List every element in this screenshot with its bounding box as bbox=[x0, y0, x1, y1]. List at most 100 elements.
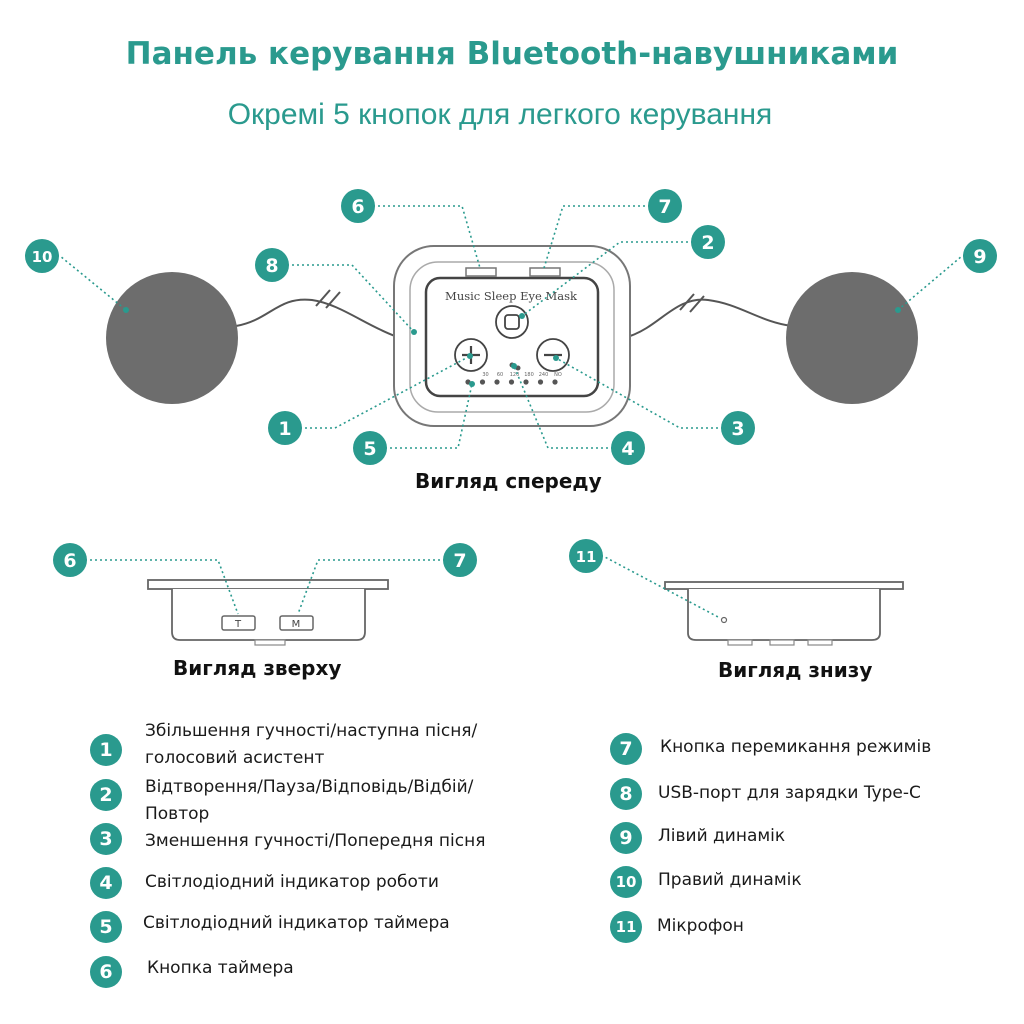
legend-item-2-line-2: Повтор bbox=[145, 804, 210, 824]
legend-badge-2: 2 bbox=[90, 779, 122, 811]
legend-badge-6: 6 bbox=[90, 956, 122, 988]
callout-line-7 bbox=[543, 205, 665, 269]
mode-button-top-front bbox=[529, 267, 561, 277]
legend-item-10: Правий динамік bbox=[658, 870, 802, 890]
mode-button[interactable] bbox=[279, 615, 314, 631]
device-brand-label: Music Sleep Eye Mask bbox=[445, 289, 578, 303]
svg-text:6: 6 bbox=[351, 196, 364, 218]
right-speaker-cable bbox=[629, 298, 793, 337]
timer-led bbox=[508, 379, 515, 385]
legend-item-11: Мікрофон bbox=[657, 916, 744, 936]
legend-badge-10: 10 bbox=[610, 866, 642, 898]
timer-led-label: 120 bbox=[510, 372, 520, 378]
callout-line-4 bbox=[513, 365, 628, 449]
timer-button-label: T bbox=[234, 619, 242, 630]
timer-led-label: 180 bbox=[524, 372, 534, 378]
svg-text:11: 11 bbox=[576, 548, 597, 566]
badge-2: 2 bbox=[691, 225, 725, 259]
legend-item-9: Лівий динамік bbox=[658, 826, 786, 846]
legend-item-2-line-1: Відтворення/Пауза/Відповідь/Відбій/ bbox=[145, 777, 474, 797]
timer-led-label: NO bbox=[554, 372, 562, 378]
badge-9: 9 bbox=[963, 239, 997, 273]
svg-text:1: 1 bbox=[278, 418, 291, 440]
legend-badge-3: 3 bbox=[90, 823, 122, 855]
legend-item-1-line-2: голосовий асистент bbox=[145, 748, 325, 768]
timer-led bbox=[479, 379, 486, 385]
timer-led bbox=[552, 379, 558, 385]
front-view: Music Sleep Eye Mask 30 60 120 180 240 NO bbox=[25, 189, 997, 465]
callout-dots bbox=[123, 307, 901, 387]
microphone-hole bbox=[720, 616, 728, 624]
badge-11: 11 bbox=[569, 539, 603, 573]
legend-item-7: Кнопка перемикання режимів bbox=[660, 737, 932, 757]
top-view-body bbox=[171, 589, 366, 641]
right-speaker bbox=[106, 272, 238, 404]
badge-8: 8 bbox=[255, 248, 289, 282]
svg-text:5: 5 bbox=[363, 438, 376, 460]
bottom-view-body bbox=[687, 589, 881, 641]
timer-button[interactable] bbox=[221, 615, 256, 631]
play-pause-button[interactable] bbox=[495, 305, 529, 339]
callout-line-6-top bbox=[70, 559, 239, 615]
left-speaker bbox=[786, 272, 918, 404]
top-view-foot bbox=[254, 639, 286, 646]
svg-text:7: 7 bbox=[453, 550, 466, 572]
mode-button-label: M bbox=[292, 619, 301, 630]
legend-item-8: USB-порт для зарядки Type-C bbox=[658, 783, 921, 803]
badge-5: 5 bbox=[353, 431, 387, 465]
badge-6-front: 6 bbox=[341, 189, 375, 223]
legend-item-3: Зменшення гучності/Попередня пісня bbox=[145, 831, 486, 851]
timer-led bbox=[494, 379, 500, 385]
svg-text:8: 8 bbox=[265, 255, 278, 277]
badge-3: 3 bbox=[721, 411, 755, 445]
legend-item-1-line-1: Збільшення гучності/наступна пісня/ bbox=[145, 721, 478, 741]
svg-text:10: 10 bbox=[32, 248, 53, 266]
legend-badge-7: 7 bbox=[610, 733, 642, 765]
front-view-label: Вигляд спереду bbox=[415, 469, 602, 493]
svg-text:7: 7 bbox=[658, 196, 671, 218]
svg-text:2: 2 bbox=[701, 232, 714, 254]
legend-item-6: Кнопка таймера bbox=[147, 958, 294, 978]
legend-badge-1: 1 bbox=[90, 734, 122, 766]
svg-text:4: 4 bbox=[621, 438, 634, 460]
callout-line-7-top bbox=[297, 559, 460, 615]
right-cable-break-mark bbox=[679, 293, 705, 313]
legend-item-4: Світлодіодний індикатор роботи bbox=[145, 872, 439, 892]
play-pause-icon bbox=[504, 314, 520, 330]
badge-6-top: 6 bbox=[53, 543, 87, 577]
timer-led-label: 60 bbox=[497, 372, 503, 378]
bottom-view-lid bbox=[664, 581, 904, 590]
legend-badge-9: 9 bbox=[610, 822, 642, 854]
badge-1: 1 bbox=[268, 411, 302, 445]
bottom-view: 11 bbox=[569, 539, 904, 646]
top-view-label: Вигляд зверху bbox=[173, 656, 342, 680]
badge-7-front: 7 bbox=[648, 189, 682, 223]
callout-line-8 bbox=[272, 264, 415, 333]
svg-text:6: 6 bbox=[63, 550, 76, 572]
svg-text:9: 9 bbox=[973, 246, 986, 268]
callout-line-5 bbox=[370, 383, 473, 449]
timer-led-label: 240 bbox=[539, 372, 549, 378]
left-cable-break-mark bbox=[315, 289, 341, 309]
legend-badge-8: 8 bbox=[610, 778, 642, 810]
bottom-view-label: Вигляд знизу bbox=[718, 658, 873, 682]
bottom-view-foot-1 bbox=[727, 639, 753, 646]
legend-item-5: Світлодіодний індикатор таймера bbox=[143, 913, 450, 933]
legend-badge-4: 4 bbox=[90, 867, 122, 899]
timer-led-label: 30 bbox=[482, 372, 488, 378]
timer-led-row: 30 60 120 180 240 NO bbox=[465, 372, 562, 385]
timer-button-top-front bbox=[465, 267, 497, 277]
page-subtitle: Окремі 5 кнопок для легкого керування bbox=[227, 98, 773, 131]
legend-badge-11: 11 bbox=[610, 911, 642, 943]
timer-led bbox=[523, 379, 529, 385]
top-view-lid bbox=[147, 579, 389, 590]
top-view: T M 6 7 bbox=[53, 543, 477, 646]
badge-10: 10 bbox=[25, 239, 59, 273]
left-speaker-cable bbox=[235, 298, 396, 337]
badge-4: 4 bbox=[611, 431, 645, 465]
legend-badge-5: 5 bbox=[90, 911, 122, 943]
bottom-view-foot-2 bbox=[769, 639, 795, 646]
svg-text:3: 3 bbox=[731, 418, 744, 440]
page-title: Панель керування Bluetooth-навушниками bbox=[125, 36, 899, 72]
